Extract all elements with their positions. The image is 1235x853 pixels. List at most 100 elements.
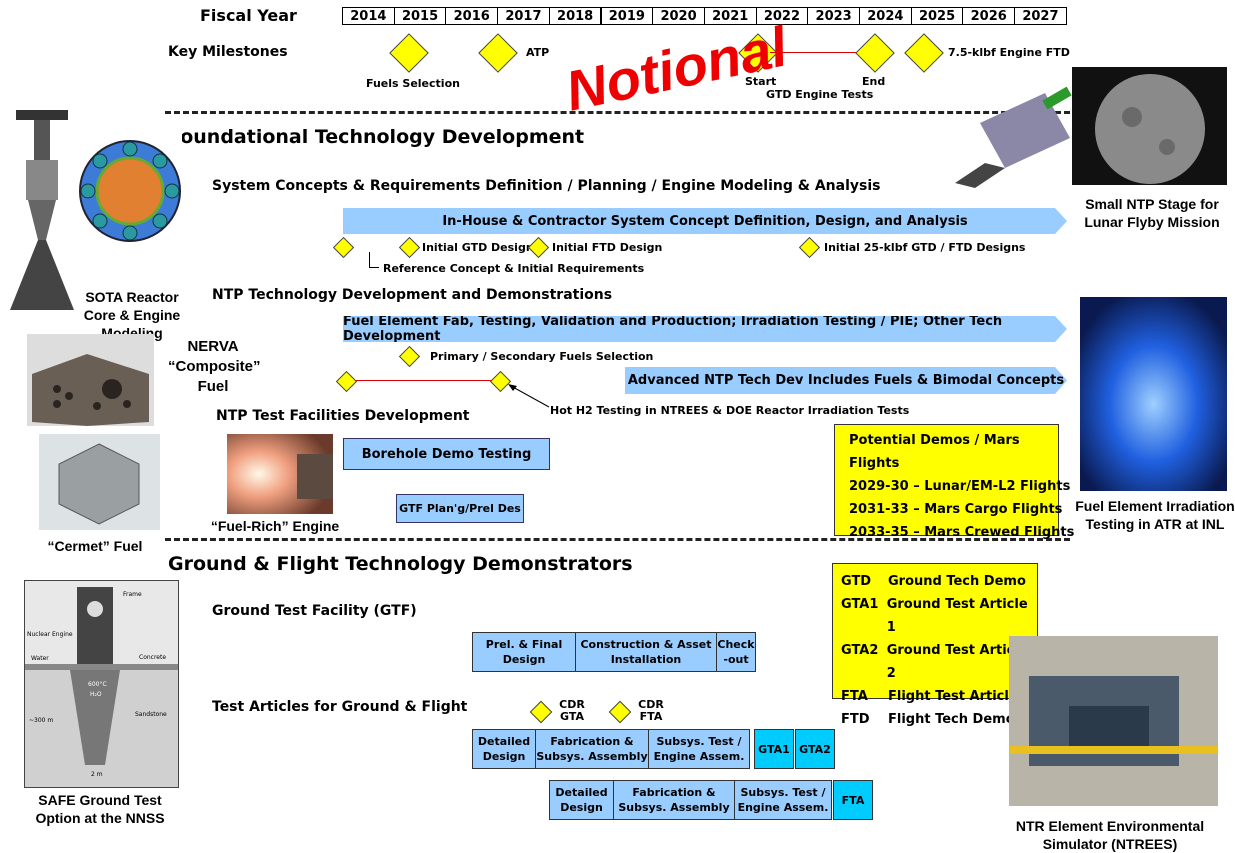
gtd-test-line — [770, 52, 862, 53]
ntp-tech-heading: NTP Technology Development and Demonstra… — [212, 287, 613, 303]
safe-sandstone-label: Sandstone — [135, 711, 167, 718]
concept-definition-bar: In-House & Contractor System Concept Def… — [343, 208, 1067, 234]
legend-abbr: GTA1 — [841, 597, 879, 612]
demos-row-2: 2031-33 – Mars Cargo Flights — [849, 502, 1063, 517]
year-cell: 2025 — [910, 7, 964, 25]
fuel-element-bar: Fuel Element Fab, Testing, Validation an… — [343, 316, 1067, 342]
reference-concept-label: Reference Concept & Initial Requirements — [383, 262, 645, 275]
gtd-engine-tests-label: GTD Engine Tests — [766, 88, 874, 101]
ground-flight-title: Ground & Flight Technology Demonstrators — [168, 553, 633, 575]
nerva-fuel-image — [27, 334, 154, 426]
year-cell: 2015 — [393, 7, 447, 25]
year-cell: 2017 — [497, 7, 550, 25]
initial-ftd-label: Initial FTD Design — [552, 241, 663, 254]
separator-top — [165, 111, 1070, 114]
milestone-primary-fuels — [398, 345, 421, 368]
hot-h2-line — [355, 380, 493, 381]
gtf-heading: Ground Test Facility (GTF) — [212, 603, 417, 619]
legend-abbr: FTA — [841, 689, 868, 704]
advanced-ntp-bar: Advanced NTP Tech Dev Includes Fuels & B… — [625, 367, 1067, 394]
safe-caption: SAFE Ground Test Option at the NNSS — [35, 792, 165, 826]
row2-fabrication: Fabrication & Subsys. Assembly — [613, 780, 735, 820]
year-cell: 2023 — [807, 7, 860, 25]
hot-h2-label: Hot H2 Testing in NTREES & DOE Reactor I… — [550, 404, 910, 417]
row2-subsys-test: Subsys. Test / Engine Assem. — [734, 780, 832, 820]
fuel-rich-caption: “Fuel-Rich” Engine — [210, 518, 340, 534]
initial-gtd-label: Initial GTD Design — [422, 241, 534, 254]
safe-frame-label: Frame — [123, 591, 142, 598]
safe-water-label: Water — [31, 655, 49, 662]
row1-gta1: GTA1 — [754, 729, 794, 769]
milestone-initial-gtd — [398, 236, 421, 259]
sota-caption: SOTA Reactor Core & Engine Modeling — [83, 289, 181, 341]
potential-demos-box: Potential Demos / Mars Flights 2029-30 –… — [834, 424, 1074, 540]
gtf-construction: Construction & Asset Installation — [575, 632, 717, 672]
initial-25k-label: Initial 25-klbf GTD / FTD Designs — [824, 241, 1026, 254]
nerva-caption: NERVA “Composite” Fuel — [168, 338, 261, 395]
row1-gta2: GTA2 — [795, 729, 835, 769]
legend-abbr: FTD — [841, 712, 870, 727]
cermet-caption: “Cermet” Fuel — [47, 538, 143, 554]
safe-temp-label: 600°C — [88, 681, 107, 688]
reference-pointer — [369, 252, 370, 267]
legend-text: Flight Test Article — [888, 689, 1018, 704]
milestone-hot-h2-start — [335, 370, 358, 393]
safe-h2o-label: H₂O — [90, 691, 102, 698]
demos-row-3: 2033-35 – Mars Crewed Flights — [849, 525, 1075, 540]
safe-depth-label: ~300 m — [29, 717, 54, 724]
milestone-cdr-gta — [529, 700, 553, 724]
ftd-label: 7.5-klbf Engine FTD — [948, 46, 1070, 59]
fiscal-year-label: Fiscal Year — [200, 6, 297, 25]
milestone-atp — [478, 33, 518, 73]
legend-row: FTD Flight Tech Demo — [841, 708, 1037, 731]
safe-concrete-label: Concrete — [139, 654, 167, 661]
separator-middle — [165, 538, 1070, 541]
year-cell: 2018 — [548, 7, 602, 25]
milestone-cdr-fta — [608, 700, 632, 724]
year-cell: 2026 — [962, 7, 1016, 25]
milestone-end — [855, 33, 895, 73]
atp-label: ATP — [526, 46, 550, 59]
fuels-selection-label: Fuels Selection — [366, 77, 460, 90]
legend-text: Ground Test Article 1 — [886, 597, 1028, 635]
ntp-stage-model-image — [955, 86, 1072, 188]
row1-fabrication: Fabrication & Subsys. Assembly — [535, 729, 649, 769]
foundational-title: Foundational Technology Development — [168, 126, 585, 148]
legend-abbr: GTA2 — [841, 643, 879, 658]
year-cell: 2016 — [445, 7, 499, 25]
milestone-ftd — [904, 33, 944, 73]
legend-row: GTD Ground Tech Demo — [841, 570, 1037, 593]
legend-text: Flight Tech Demo — [888, 712, 1015, 727]
lunar-stage-image — [1072, 67, 1227, 185]
row1-detailed-design: Detailed Design — [472, 729, 536, 769]
demos-row-1: 2029-30 – Lunar/EM-L2 Flights — [849, 479, 1071, 494]
year-cell: 2019 — [600, 7, 654, 25]
year-cell: 2024 — [859, 7, 912, 25]
system-concepts-heading: System Concepts & Requirements Definitio… — [212, 178, 881, 194]
legend-text: Ground Tech Demo — [888, 574, 1026, 589]
milestone-initial-25k — [798, 236, 821, 259]
legend-row: FTA Flight Test Article — [841, 685, 1037, 708]
safe-diagram: Frame Nuclear Engine Water Concrete 600°… — [24, 580, 179, 788]
legend-row: GTA1 Ground Test Article 1 — [841, 593, 1037, 639]
year-cell: 2014 — [342, 7, 395, 25]
borehole-bar: Borehole Demo Testing — [343, 438, 550, 470]
fuel-element-caption: Fuel Element Irradiation Testing in ATR … — [1075, 498, 1235, 532]
year-cell: 2020 — [652, 7, 705, 25]
row1-subsys-test: Subsys. Test / Engine Assem. — [648, 729, 750, 769]
gtf-prel-design: Prel. & Final Design — [472, 632, 576, 672]
ntrees-image — [1009, 636, 1218, 806]
engine-model-image — [8, 110, 76, 310]
safe-engine-label: Nuclear Engine — [27, 631, 73, 638]
milestone-fuels-selection — [389, 33, 429, 73]
safe-width-label: 2 m — [91, 771, 103, 778]
year-cell: 2027 — [1014, 7, 1067, 25]
test-articles-heading: Test Articles for Ground & Flight — [212, 699, 468, 715]
legend-text: Ground Test Article 2 — [886, 643, 1028, 681]
legend-row: GTA2 Ground Test Article 2 — [841, 639, 1037, 685]
atr-reactor-image — [1080, 297, 1227, 491]
legend-abbr: GTD — [841, 574, 872, 589]
milestone-reference-concept — [332, 236, 355, 259]
row2-detailed-design: Detailed Design — [549, 780, 614, 820]
